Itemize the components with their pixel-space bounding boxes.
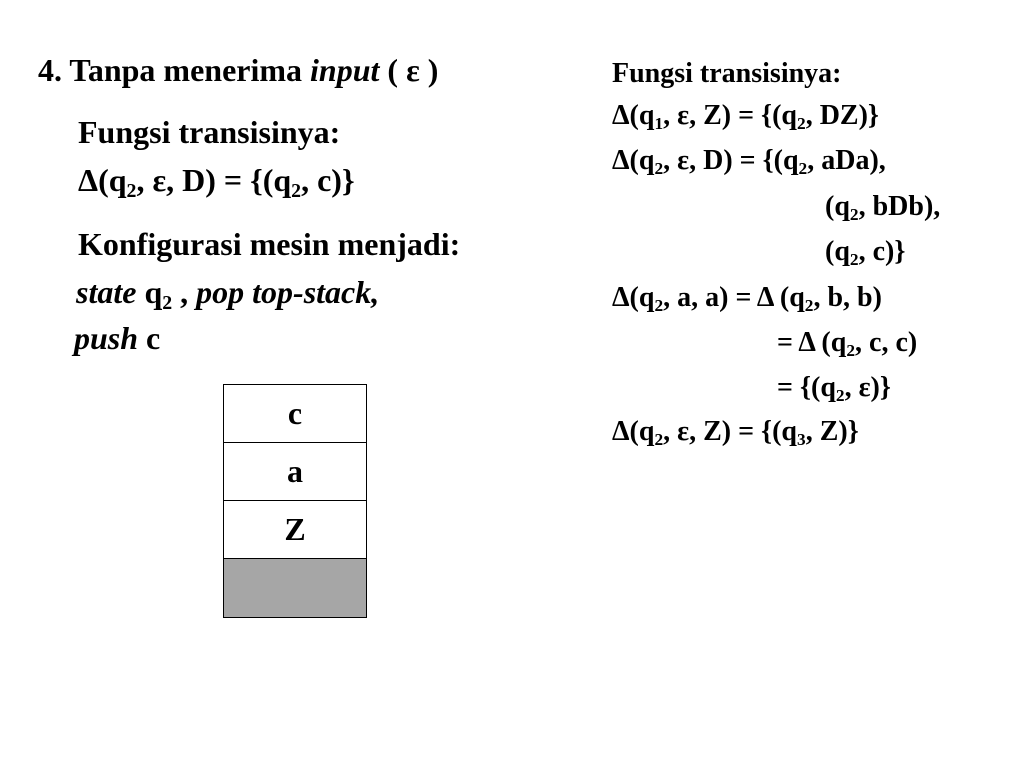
line-part: , ε, D) = {(q [663,145,799,176]
konfig-sep: , [172,274,197,310]
line-sub: 2 [849,205,859,225]
line-part: = {(q [777,372,836,403]
line-part: , a, a) = Δ (q [663,282,805,313]
line-part: , DZ)} [805,100,879,131]
line-sub: 3 [797,430,806,450]
line-sub: 2 [654,296,664,316]
line-sub: 2 [849,250,859,270]
line-part: (q [825,191,850,222]
right-transition-line: (q2, bDb), [825,191,940,223]
left-fungsi-expr: Δ(q2, ε, D) = {(q2, c)} [78,162,355,201]
line-sub: 2 [846,341,856,361]
expr-sub: 2 [291,179,302,202]
line-part: Δ(q [612,282,655,313]
line-part: , aDa), [807,145,886,176]
push-value: c [138,320,161,356]
line-part: , c)} [858,236,906,267]
line-sub: 2 [654,430,664,450]
line-part: , ε)} [844,372,891,403]
stack-cell-bottom-empty [224,559,366,617]
heading-italic: input [310,52,380,88]
right-fungsi-title: Fungsi transisinya: [612,58,842,89]
line-part: Δ(q [612,145,655,176]
right-transition-line: Δ(q2, a, a) = Δ (q2, b, b) [612,282,882,314]
right-transition-line: Δ(q2, ε, D) = {(q2, aDa), [612,145,886,177]
expr-part: Δ(q [78,162,127,198]
right-transition-line: (q2, c)} [825,236,905,268]
stack-cell-top: c [224,385,366,443]
line-sub: 1 [654,114,664,134]
line-part: , Z)} [805,416,859,447]
line-part: , ε, Z) = {(q [663,100,797,131]
stack-cell: Z [224,501,366,559]
line-part: , bDb), [858,191,941,222]
left-fungsi-title: Fungsi transisinya: [78,114,341,150]
line-part: , c, c) [855,327,918,358]
right-transition-line: Δ(q2, ε, Z) = {(q3, Z)} [612,416,859,448]
line-sub: 2 [804,296,814,316]
line-sub: 2 [654,159,664,179]
state-word: state [76,274,137,310]
line-sub: 2 [798,159,808,179]
konfigurasi-line-1: state q2 , pop top-stack, [76,274,380,313]
heading-suffix: ( ε ) [379,52,439,88]
expr-sub: 2 [126,179,137,202]
right-transition-line: = {(q2, ε)} [777,372,891,404]
line-sub: 2 [797,114,806,134]
pop-text: pop top-stack, [196,274,380,310]
heading-prefix: 4. Tanpa menerima [38,52,311,88]
section-heading: 4. Tanpa menerima input ( ε ) [38,52,438,88]
expr-part: , c)} [301,162,355,198]
right-transition-line: = Δ (q2, c, c) [777,327,917,359]
line-part: Δ(q [612,100,655,131]
line-part: , b, b) [813,282,882,313]
push-word: push [74,320,139,356]
stack-diagram: c a Z [223,384,367,618]
stack-cell: a [224,443,366,501]
line-part: = Δ (q [777,327,847,358]
line-part: Δ(q [612,416,655,447]
state-q-sub: 2 [162,291,173,314]
konfigurasi-line-2: push c [74,320,160,356]
state-q: q [136,274,163,310]
line-part: (q [825,236,850,267]
konfigurasi-title: Konfigurasi mesin menjadi: [78,226,461,262]
expr-part: , ε, D) = {(q [136,162,292,198]
line-sub: 2 [835,386,845,406]
line-part: , ε, Z) = {(q [663,416,797,447]
right-transition-line: Δ(q1, ε, Z) = {(q2, DZ)} [612,100,879,132]
